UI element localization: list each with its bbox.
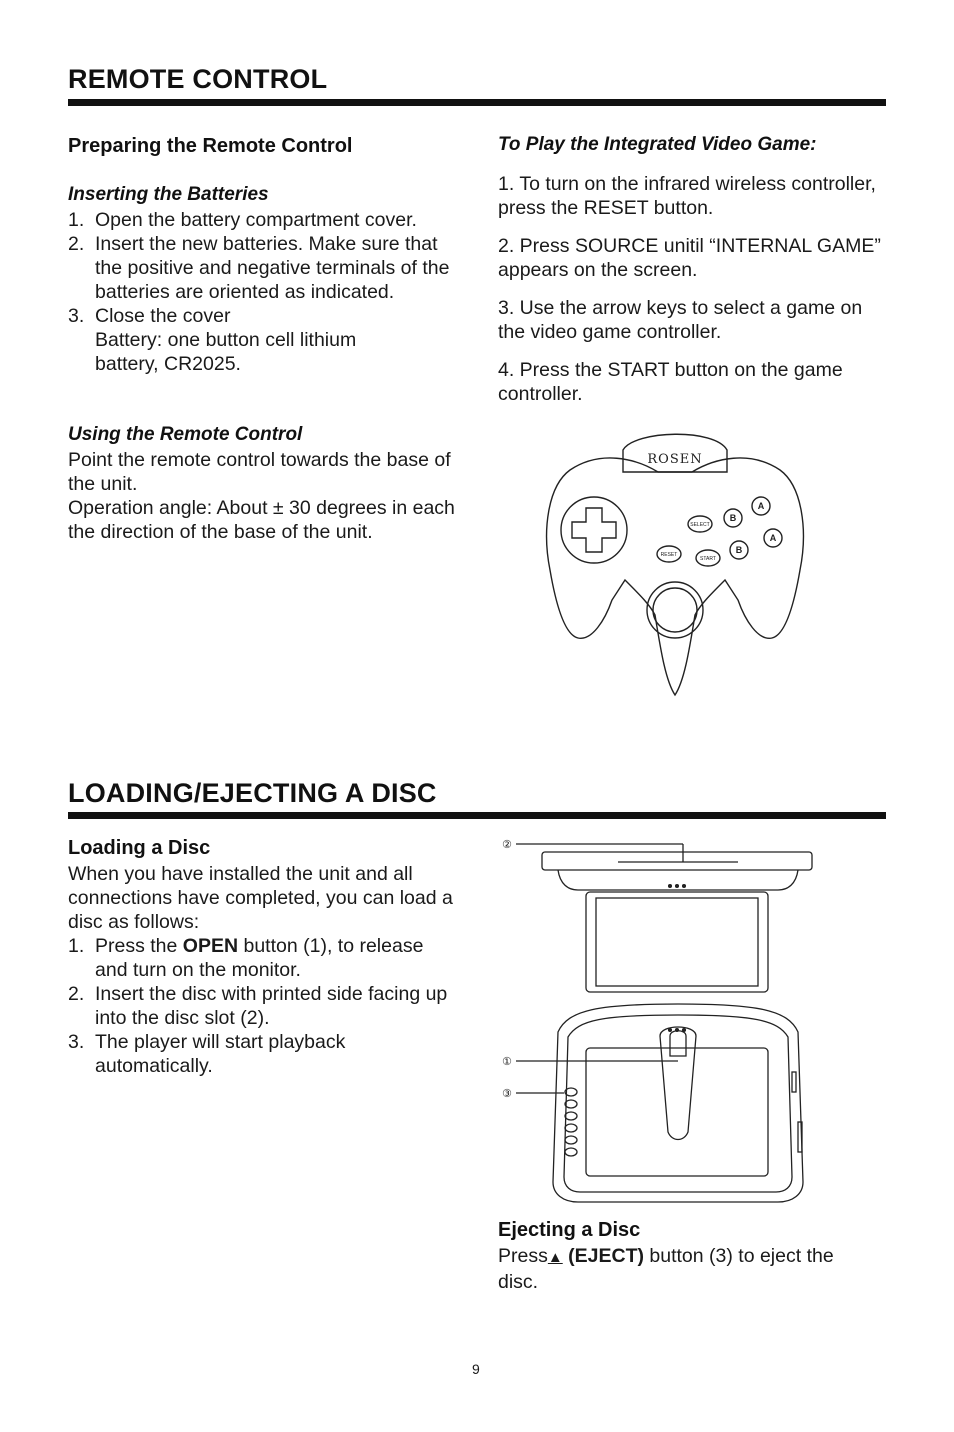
list-item: 3.Close the cover bbox=[68, 305, 231, 327]
ejecting-heading: Ejecting a Disc bbox=[498, 1219, 641, 1241]
controller-start-label: START bbox=[700, 556, 716, 562]
page-number: 9 bbox=[472, 1361, 480, 1377]
section-title-loading-ejecting: LOADING/EJECTING A DISC bbox=[68, 778, 437, 808]
list-item: 1.Open the battery compartment cover. bbox=[68, 209, 417, 231]
list-item: 2.Insert the disc with printed side faci… bbox=[68, 983, 448, 1029]
callout-1: ① bbox=[502, 1055, 512, 1068]
preparing-heading: Preparing the Remote Control bbox=[68, 135, 353, 157]
controller-b-label: B bbox=[730, 513, 737, 523]
using-remote-text-1: Point the remote control towards the bas… bbox=[68, 449, 451, 495]
section-title-remote-control: REMOTE CONTROL bbox=[68, 64, 328, 94]
video-game-heading: To Play the Integrated Video Game: bbox=[498, 134, 817, 155]
using-remote-heading: Using the Remote Control bbox=[68, 424, 303, 445]
game-step: 2. Press SOURCE unitil “INTERNAL GAME” a… bbox=[498, 235, 881, 281]
loading-steps-list: 1.Press the OPEN button (1), to release … bbox=[68, 934, 460, 1078]
game-step: 4. Press the START button on the game co… bbox=[498, 359, 843, 405]
section-rule bbox=[68, 812, 886, 819]
game-controller-illustration: ROSEN SELECT RESET START B A B A bbox=[545, 433, 805, 697]
controller-a-label: A bbox=[770, 533, 777, 543]
battery-info-line: Battery: one button cell lithium bbox=[95, 329, 357, 351]
controller-select-label: SELECT bbox=[690, 522, 709, 528]
loading-intro: When you have installed the unit and all… bbox=[68, 863, 453, 933]
list-item: 1.Press the OPEN button (1), to release … bbox=[68, 935, 424, 981]
batteries-list: 1.Open the battery compartment cover. 2.… bbox=[68, 208, 460, 376]
game-step: 3. Use the arrow keys to select a game o… bbox=[498, 297, 863, 343]
using-remote-text-2: Operation angle: About ± 30 degrees in e… bbox=[68, 497, 455, 543]
inserting-batteries-heading: Inserting the Batteries bbox=[68, 184, 269, 205]
battery-info-line: battery, CR2025. bbox=[95, 353, 241, 375]
ejecting-text: Press▲ (EJECT) button (3) to eject the d… bbox=[498, 1245, 834, 1293]
loading-heading: Loading a Disc bbox=[68, 837, 211, 859]
list-item: 2.Insert the new batteries. Make sure th… bbox=[68, 233, 450, 303]
controller-reset-label: RESET bbox=[661, 552, 678, 558]
video-game-steps: 1. To turn on the infrared wireless cont… bbox=[498, 172, 888, 420]
controller-a-label: A bbox=[758, 501, 765, 511]
section-rule bbox=[68, 99, 886, 106]
controller-brand: ROSEN bbox=[647, 452, 702, 467]
game-step: 1. To turn on the infrared wireless cont… bbox=[498, 173, 876, 219]
callout-3: ③ bbox=[502, 1087, 512, 1100]
overhead-monitor-diagram: ② ① ③ bbox=[502, 838, 813, 1203]
callout-2: ② bbox=[502, 838, 512, 851]
eject-icon: ▲ bbox=[547, 1249, 563, 1266]
controller-b-label: B bbox=[736, 545, 743, 555]
list-item: 3.The player will start playback automat… bbox=[68, 1031, 346, 1077]
